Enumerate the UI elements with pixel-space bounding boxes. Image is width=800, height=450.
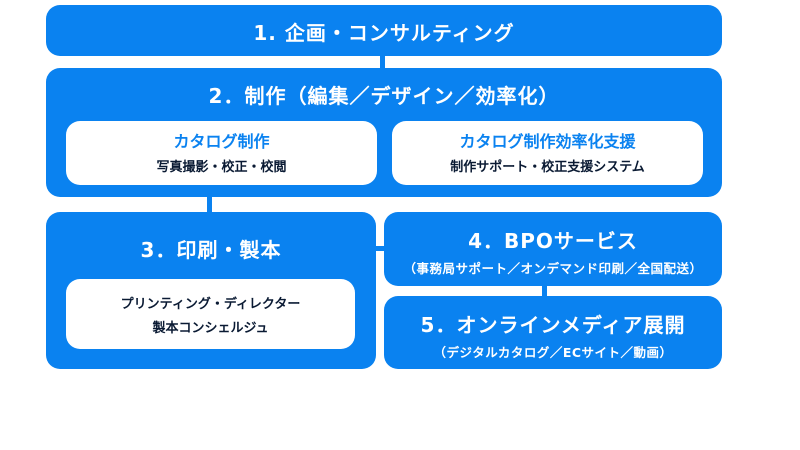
step5-title: 5．オンラインメディア展開 [420,313,686,337]
card-subtitle: 制作サポート・校正支援システム [450,160,645,175]
step2-card-catalog-production: カタログ制作 写真撮影・校正・校閲 [66,121,377,185]
card-title: カタログ制作効率化支援 [459,132,636,151]
step1-box: 1. 企画・コンサルティング [46,5,722,56]
connector-step2-step3 [207,196,212,213]
step1-title: 1. 企画・コンサルティング [253,21,515,45]
step2-card-efficiency-support: カタログ制作効率化支援 制作サポート・校正支援システム [392,121,703,185]
step4-subtitle: （事務局サポート／オンデマンド印刷／全国配送） [403,261,703,276]
card-line1: プリンティング・ディレクター [120,297,301,312]
card-subtitle: 写真撮影・校正・校閲 [156,160,287,175]
connector-step1-step2 [380,54,385,70]
connector-step3-step4 [373,246,387,251]
step2-box: 2．制作（編集／デザイン／効率化） カタログ制作 写真撮影・校正・校閲 カタログ… [46,68,722,197]
step3-box: 3．印刷・製本 プリンティング・ディレクター 製本コンシェルジュ [46,212,376,369]
step4-title: 4．BPOサービス [468,229,638,253]
step3-card-director: プリンティング・ディレクター 製本コンシェルジュ [66,279,355,349]
step3-title: 3．印刷・製本 [140,238,282,262]
card-line2: 製本コンシェルジュ [152,321,269,336]
card-title: カタログ制作 [173,132,270,151]
step4-box: 4．BPOサービス （事務局サポート／オンデマンド印刷／全国配送） [384,212,722,286]
step5-subtitle: （デジタルカタログ／ECサイト／動画） [433,345,673,360]
step2-title: 2．制作（編集／デザイン／効率化） [208,84,560,108]
connector-step4-step5 [542,285,547,297]
step5-box: 5．オンラインメディア展開 （デジタルカタログ／ECサイト／動画） [384,296,722,369]
